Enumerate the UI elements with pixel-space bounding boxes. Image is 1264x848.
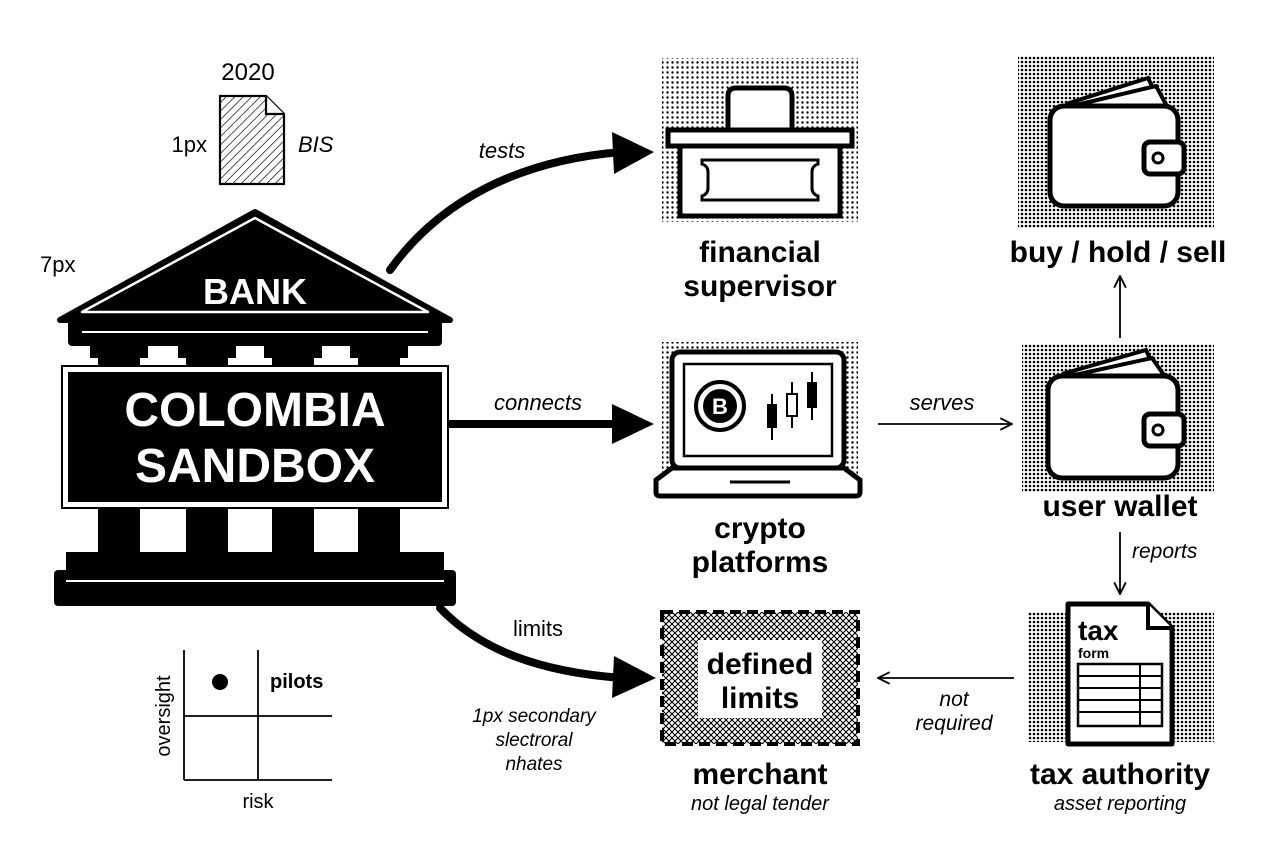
desk-icon xyxy=(665,85,855,219)
bitcoin-symbol: B xyxy=(712,394,728,419)
quadrant-chart: pilots oversight risk xyxy=(153,650,332,813)
edge-label-not-line1: not xyxy=(939,688,969,711)
quadrant-point xyxy=(212,674,228,690)
merchant-node: defined limits merchant not legal tender xyxy=(660,610,860,815)
crypto-node: B crypto platforms xyxy=(653,342,863,579)
supervisor-label-line2: supervisor xyxy=(683,270,837,303)
doc-left-note: 1px xyxy=(172,132,207,157)
supervisor-node: financial supervisor xyxy=(662,58,858,303)
edge-secondary-line1: 1px secondary xyxy=(472,706,597,727)
tax-form-icon: tax form xyxy=(1065,601,1175,747)
merchant-label: merchant xyxy=(692,758,827,791)
tax-form-subtitle: form xyxy=(1078,645,1109,661)
bank-banner-line1: COLOMBIA xyxy=(124,384,385,437)
quadrant-point-label: pilots xyxy=(270,671,323,693)
user-wallet-node: user wallet xyxy=(1022,344,1214,523)
merchant-sublabel: not legal tender xyxy=(691,793,830,815)
edge-label-reports: reports xyxy=(1132,540,1198,563)
bank-building: BANK COLOMBIA SANDBOX xyxy=(54,209,456,606)
edge-label-connects: connects xyxy=(494,390,582,415)
user-wallet-icon xyxy=(1045,347,1187,481)
arrow-connects xyxy=(448,404,654,444)
merchant-box-line2: limits xyxy=(721,682,799,715)
bitcoin-icon: B xyxy=(694,380,746,432)
edge-label-not-line2: required xyxy=(915,712,993,735)
tax-label: tax authority xyxy=(1030,758,1210,791)
tax-node: tax form tax authority asset reporting xyxy=(1028,601,1214,815)
arrow-tests xyxy=(386,132,654,274)
merchant-box-line1: defined xyxy=(707,648,814,681)
bank-banner-line2: SANDBOX xyxy=(135,440,375,493)
document-group: 2020 1px BIS 7px xyxy=(40,59,334,277)
side-note: 7px xyxy=(40,252,75,277)
tax-sublabel: asset reporting xyxy=(1054,793,1186,815)
crypto-label-line1: crypto xyxy=(714,512,806,545)
document-icon xyxy=(218,94,286,186)
edge-secondary-line3: nhates xyxy=(505,754,563,775)
doc-right-note: BIS xyxy=(298,132,334,157)
laptop-icon xyxy=(653,349,863,499)
supervisor-label-line1: financial xyxy=(699,236,821,269)
edge-secondary-line2: slectroral xyxy=(495,730,573,751)
arrow-limits xyxy=(436,604,656,698)
quadrant-ylabel: oversight xyxy=(153,675,175,757)
buy-hold-sell-label: buy / hold / sell xyxy=(1010,236,1227,269)
doc-year: 2020 xyxy=(221,59,274,86)
user-wallet-label: user wallet xyxy=(1042,490,1197,523)
edge-label-limits: limits xyxy=(513,616,563,641)
edge-label-tests: tests xyxy=(479,138,525,163)
candlestick-icon xyxy=(767,372,817,440)
edge-label-serves: serves xyxy=(910,390,975,415)
tax-form-title: tax xyxy=(1078,615,1119,646)
wallet-icon xyxy=(1047,75,1187,209)
quadrant-xlabel: risk xyxy=(242,791,274,813)
crypto-label-line2: platforms xyxy=(692,546,829,579)
bank-roof-label: BANK xyxy=(203,271,307,312)
buy-hold-sell-node: buy / hold / sell xyxy=(1010,56,1227,269)
